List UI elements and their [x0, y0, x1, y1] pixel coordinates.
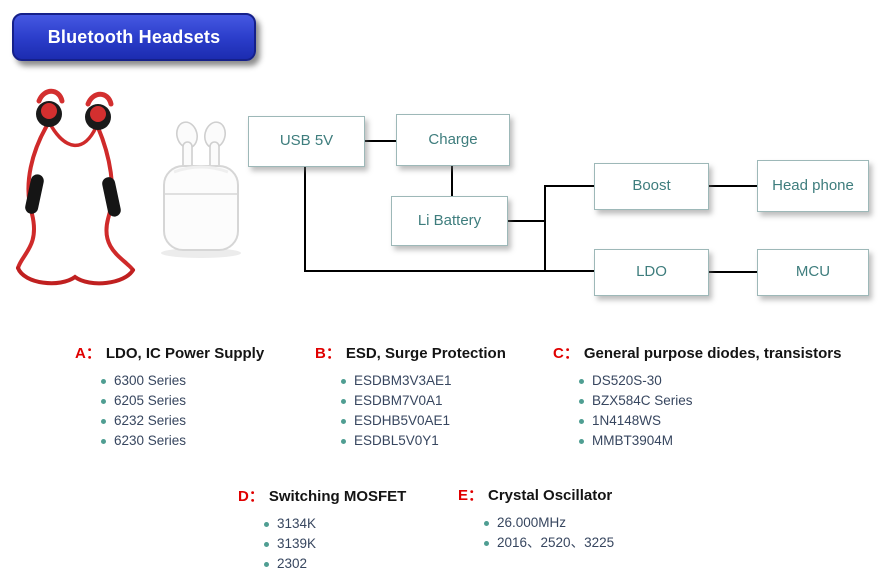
connector-ldo-mcu [709, 271, 757, 273]
section-d-letter: D： [238, 488, 264, 505]
section-b-letter: B： [315, 345, 341, 362]
neckband-earphones-image [4, 78, 160, 290]
section-e-heading: E：Crystal Oscillator [458, 484, 614, 505]
section-e-items: 26.000MHz 2016、2520、3225 [484, 513, 614, 553]
list-item: BZX584C Series [579, 391, 841, 411]
diagram-box-charge: Charge [396, 114, 510, 166]
list-item: ESDBM3V3AE1 [341, 371, 506, 391]
diagram-box-ldo: LDO [594, 249, 709, 296]
list-item: ESDBM7V0A1 [341, 391, 506, 411]
airpods-illustration [161, 121, 241, 258]
list-item: 6300 Series [101, 371, 264, 391]
diagram-box-usb5v: USB 5V [248, 116, 365, 167]
section-a: A：LDO, IC Power Supply 6300 Series 6205 … [75, 342, 264, 451]
list-item: 6230 Series [101, 431, 264, 451]
section-c-letter: C： [553, 345, 579, 362]
page-title: Bluetooth Headsets [12, 13, 256, 61]
list-item: 6205 Series [101, 391, 264, 411]
diagram-box-headphone: Head phone [757, 160, 869, 212]
list-item: ESDBL5V0Y1 [341, 431, 506, 451]
connector-boost-headphone [709, 185, 757, 187]
diagram-box-mcu: MCU [757, 249, 869, 296]
section-d-title: Switching MOSFET [268, 488, 407, 505]
diagram-box-boost: Boost [594, 163, 709, 210]
connector-bus-boost [544, 185, 594, 187]
section-c-items: DS520S-30 BZX584C Series 1N4148WS MMBT39… [579, 371, 841, 451]
list-item: 26.000MHz [484, 513, 614, 533]
connector-usb-charge [365, 140, 396, 142]
section-c-heading: C：General purpose diodes, transistors [553, 342, 841, 363]
list-item: 3134K [264, 514, 406, 534]
section-c-title: General purpose diodes, transistors [583, 345, 842, 362]
connector-usb-ldo [304, 270, 594, 272]
airpods-image [150, 112, 252, 260]
section-b-items: ESDBM3V3AE1 ESDBM7V0A1 ESDHB5V0AE1 ESDBL… [341, 371, 506, 451]
neckband-earphones-illustration [16, 88, 135, 286]
list-item: 2016、2520、3225 [484, 533, 614, 553]
section-b-title: ESD, Surge Protection [345, 345, 506, 362]
section-e-title: Crystal Oscillator [488, 487, 613, 504]
section-d-heading: D：Switching MOSFET [238, 485, 406, 506]
diagram-box-li-battery: Li Battery [391, 196, 508, 246]
list-item: ESDHB5V0AE1 [341, 411, 506, 431]
list-item: 3139K [264, 534, 406, 554]
connector-charge-battery [451, 166, 453, 196]
list-item: 1N4148WS [579, 411, 841, 431]
section-c: C：General purpose diodes, transistors DS… [553, 342, 841, 451]
list-item: DS520S-30 [579, 371, 841, 391]
section-e-letter: E： [458, 487, 484, 504]
section-a-letter: A： [75, 345, 101, 362]
connector-usb-down [304, 167, 306, 272]
connector-bus-vertical [544, 185, 546, 272]
section-d-items: 3134K 3139K 2302 [264, 514, 406, 574]
list-item: MMBT3904M [579, 431, 841, 451]
section-e: E：Crystal Oscillator 26.000MHz 2016、2520… [458, 484, 614, 553]
section-a-heading: A：LDO, IC Power Supply [75, 342, 264, 363]
section-a-title: LDO, IC Power Supply [105, 345, 265, 362]
section-b: B：ESD, Surge Protection ESDBM3V3AE1 ESDB… [315, 342, 506, 451]
section-a-items: 6300 Series 6205 Series 6232 Series 6230… [101, 371, 264, 451]
section-b-heading: B：ESD, Surge Protection [315, 342, 506, 363]
list-item: 2302 [264, 554, 406, 574]
connector-battery-bus [508, 220, 546, 222]
section-d: D：Switching MOSFET 3134K 3139K 2302 [238, 485, 406, 574]
list-item: 6232 Series [101, 411, 264, 431]
